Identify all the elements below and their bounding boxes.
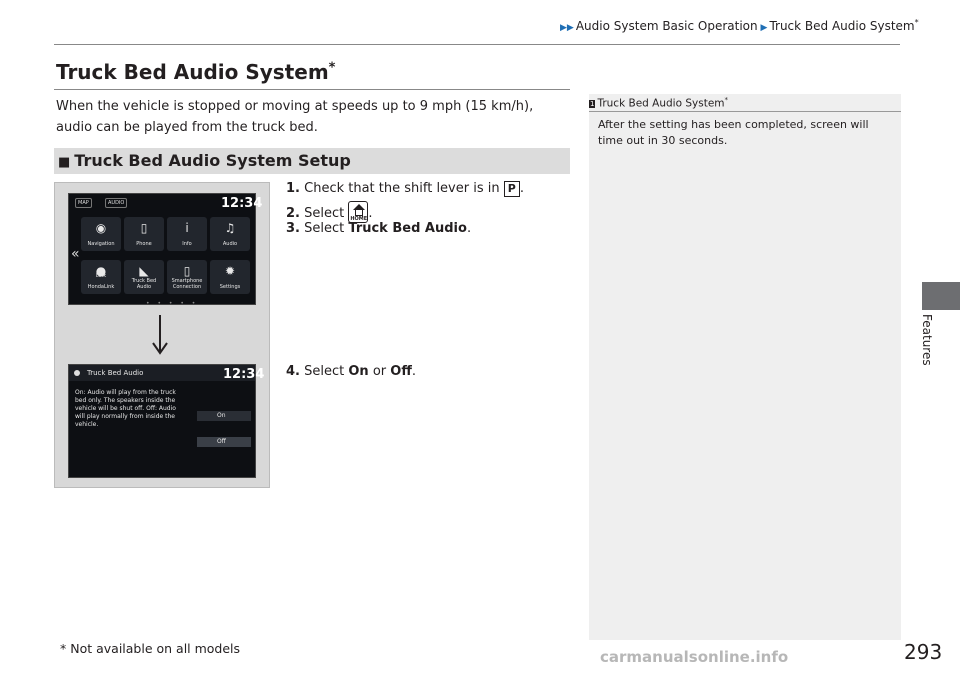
step-3: 3. Select Truck Bed Audio. [286,221,472,236]
screen-title: Truck Bed Audio [87,369,144,377]
audio-chip[interactable]: AUDIO [105,198,128,208]
link-badge: Link [95,273,107,279]
tile-navigation[interactable]: ◉ Navigation [81,217,121,251]
tile-phone[interactable]: ▯ Phone [124,217,164,251]
settings-dot-icon [74,370,80,376]
park-key-icon: P [503,181,520,197]
breadcrumb-part2[interactable]: Truck Bed Audio System [769,19,915,33]
chevron-left-icon[interactable]: « [71,246,80,262]
option-off-button[interactable]: Off [197,437,251,447]
title-divider [54,89,570,90]
tile-smartphone-connection[interactable]: ▯ Smartphone Connection [167,260,207,294]
chapter-label: Features [920,314,934,366]
breadcrumb: ▶▶Audio System Basic Operation ▶Truck Be… [560,18,919,33]
breadcrumb-arrow-icon: ▶▶ [560,23,574,33]
page-dots-icon: • • • • • [146,300,199,307]
note-body: After the setting has been completed, sc… [598,118,869,147]
tile-hondalink[interactable]: ● Link HondaLink [81,260,121,294]
top-divider [54,44,900,45]
reference-marker-icon: 1 [589,99,596,108]
page-number: 293 [904,640,943,664]
chapter-tab[interactable] [922,282,960,310]
tile-settings[interactable]: ✹ Settings [210,260,250,294]
smartphone-icon: ▯ [183,264,191,278]
step-2: 2. Select HOME. [286,201,373,223]
footnote: * Not available on all models [60,641,241,656]
tile-audio[interactable]: ♫ Audio [210,217,250,251]
down-arrow-icon [152,315,168,355]
gear-icon: ✹ [224,264,236,278]
section-marker-icon: ■ [58,155,71,170]
breadcrumb-star: * [914,18,919,27]
truck-bed-icon: ◣ [139,264,149,278]
breadcrumb-arrow-icon: ▶ [757,23,768,33]
note-panel [589,94,901,640]
step-4: 4. Select On or Off. [286,364,417,379]
option-description: On: Audio will play from the truck bed o… [75,389,176,428]
tile-truck-bed-audio[interactable]: ◣ Truck Bed Audio [124,260,164,294]
map-chip[interactable]: MAP [75,198,92,208]
intro-paragraph: When the vehicle is stopped or moving at… [56,99,534,135]
watermark: carmanualsonline.info [600,648,789,666]
section-title: ■Truck Bed Audio System Setup [58,151,351,170]
navigation-icon: ◉ [95,221,107,235]
note-divider [589,111,901,112]
clock-display: 12:34 [221,196,263,211]
clock-display: 12:34 [223,367,265,382]
section-header-bar [54,148,570,174]
info-icon: i [185,221,189,235]
home-button-icon: HOME [348,201,369,223]
music-note-icon: ♫ [224,221,236,235]
phone-icon: ▯ [140,221,148,235]
screen-header: Truck Bed Audio [69,365,255,381]
breadcrumb-part1[interactable]: Audio System Basic Operation [575,19,758,33]
option-on-button[interactable]: On [197,411,251,421]
truck-bed-audio-screen: Truck Bed Audio 12:34 On: Audio will pla… [68,364,264,478]
page-title: Truck Bed Audio System* [56,60,336,84]
home-screen: MAP AUDIO 12:34 « ◉ Navigation ▯ Phone i… [68,193,262,305]
tile-info[interactable]: i Info [167,217,207,251]
hondalink-icon: ● [95,264,107,278]
step-1: 1. Check that the shift lever is in P. [286,181,524,197]
